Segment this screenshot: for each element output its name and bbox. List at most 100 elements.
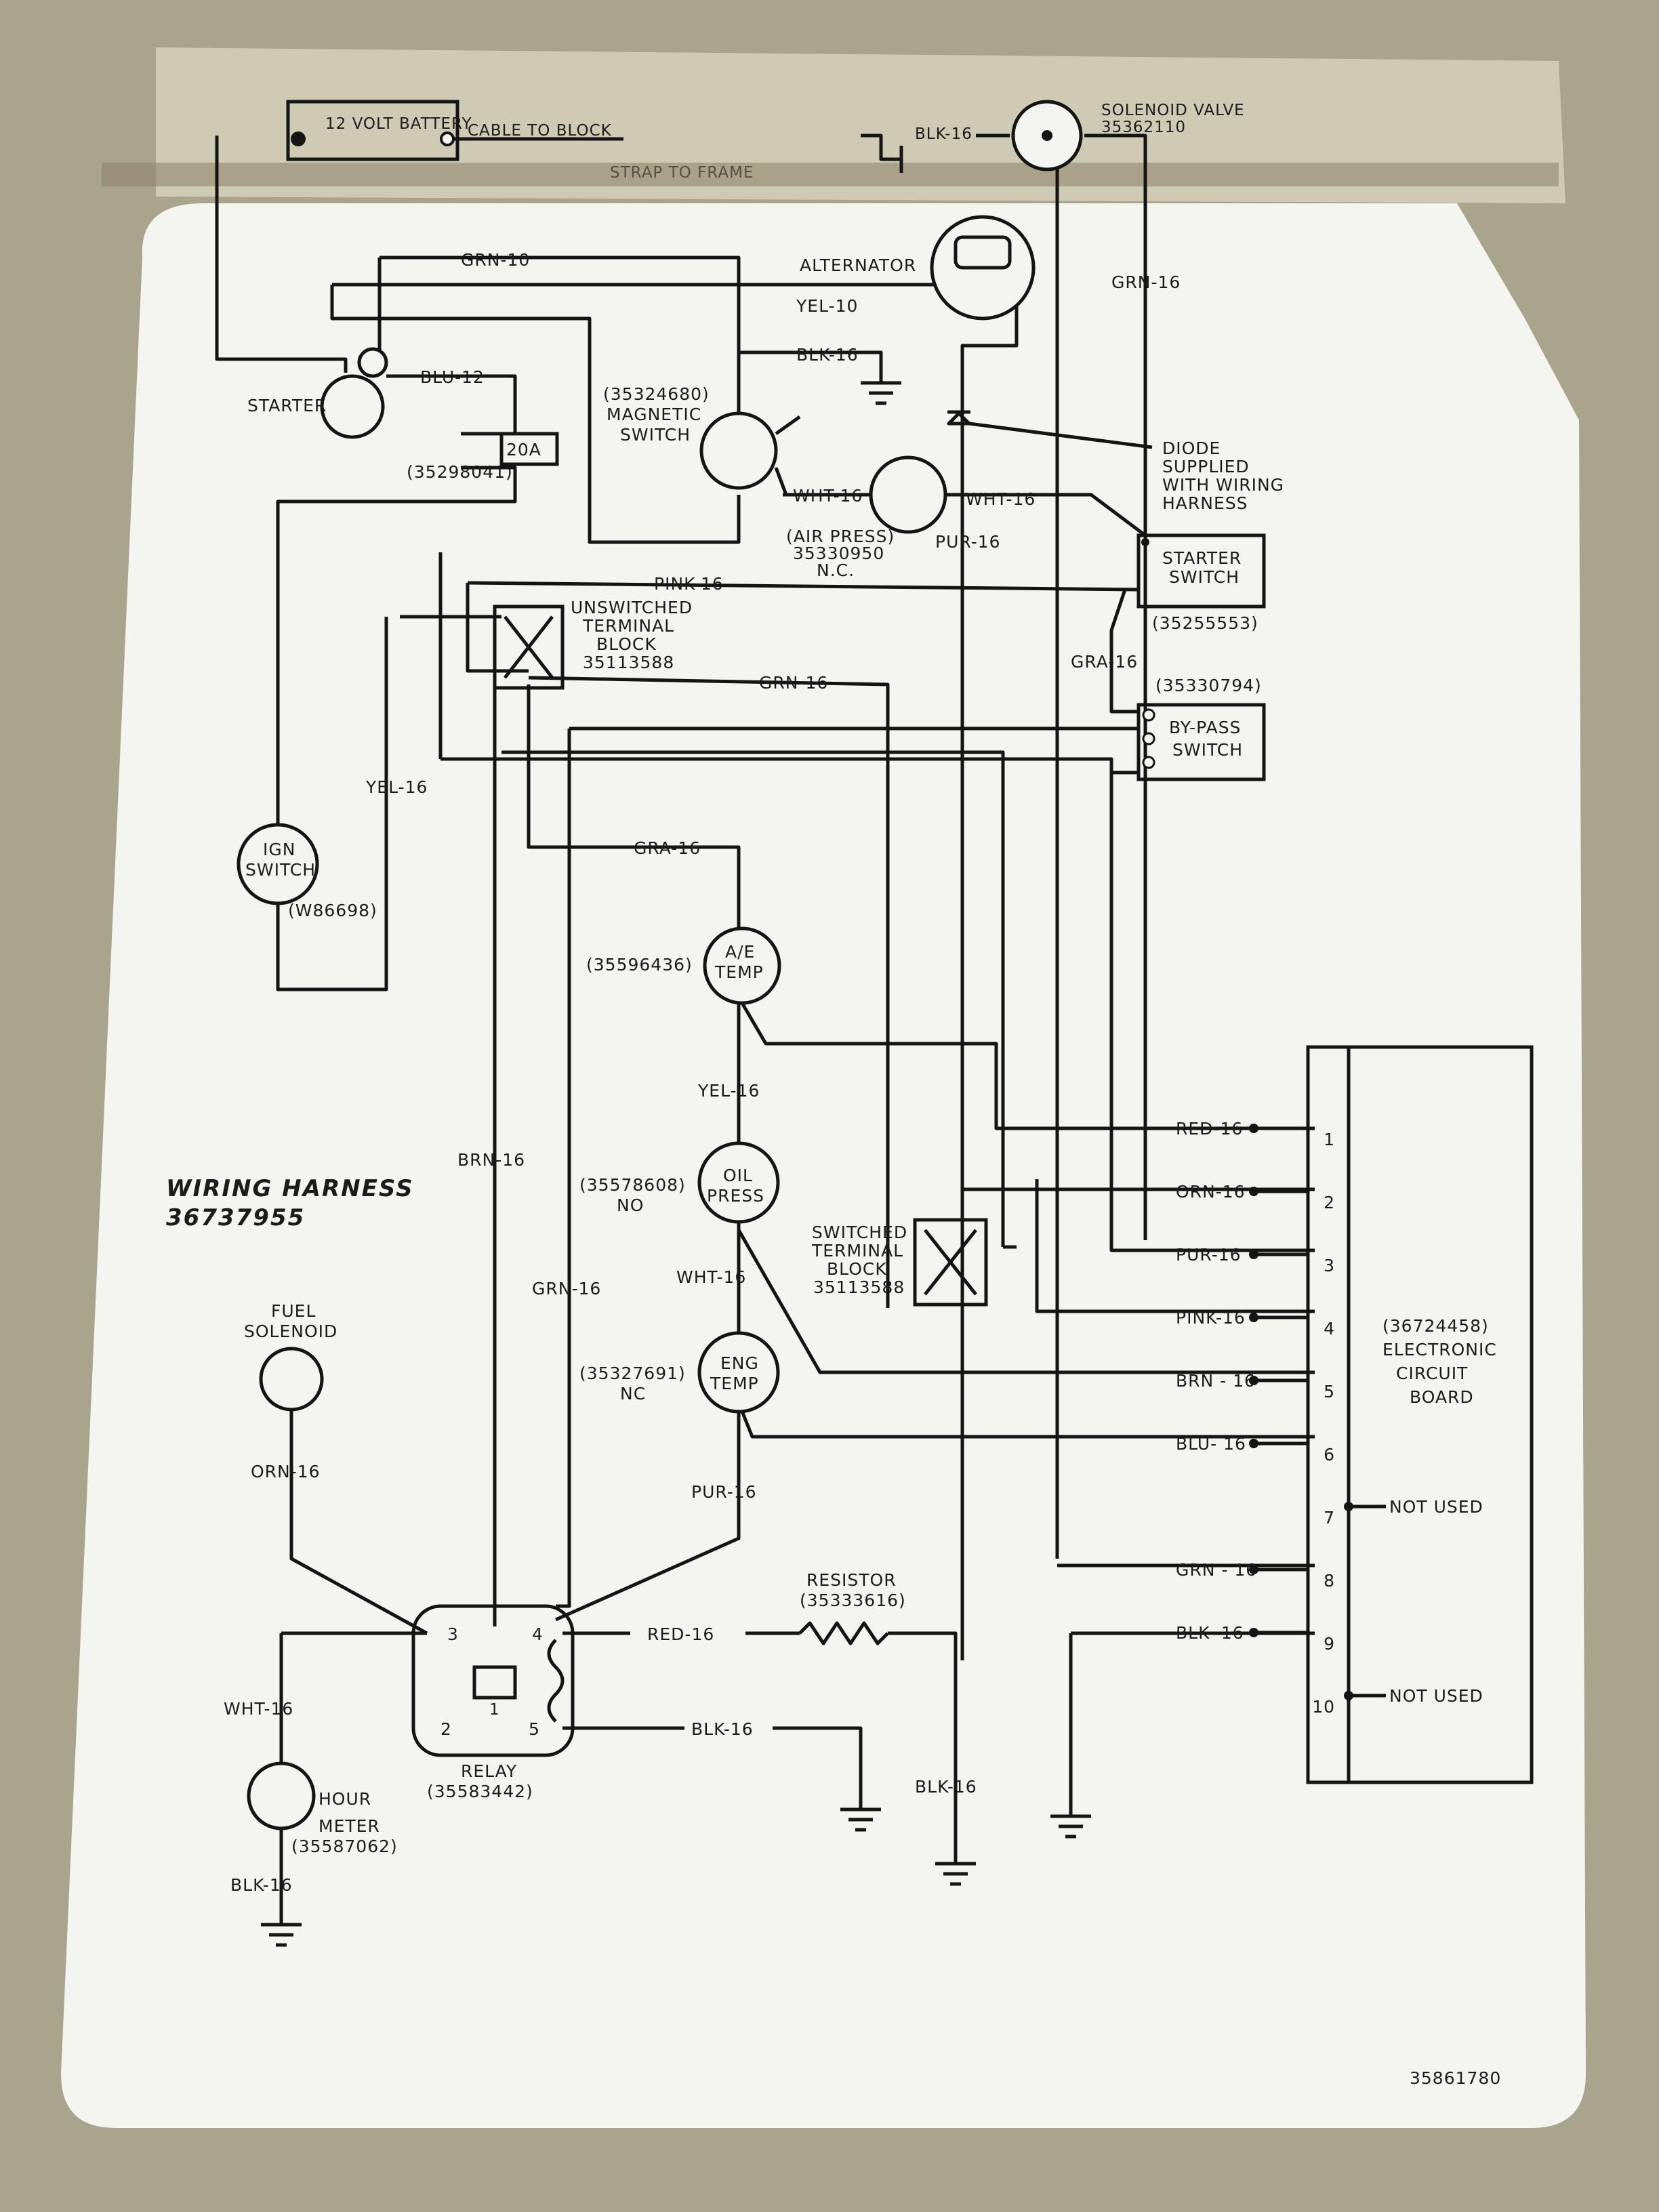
ecb-wire-label-6: BLU- 16 (1176, 1434, 1246, 1454)
devices (237, 100, 1534, 1830)
starter-icon (320, 374, 385, 439)
wht16-a-label: WHT-16 (793, 486, 863, 506)
mag-switch-name-2: SWITCH (620, 425, 691, 445)
blk16-solenoid-label: BLK-16 (915, 125, 972, 143)
ecb-pin-10: 10 (1312, 1697, 1335, 1717)
blu12-label: BLU-12 (420, 367, 485, 387)
bypass-part: (35330794) (1155, 676, 1262, 695)
wht16-b-label: WHT-16 (966, 489, 1036, 509)
ecb-pin-9: 9 (1324, 1634, 1335, 1654)
grn16-mid-wire (528, 676, 890, 1308)
yel16-wire (276, 617, 388, 991)
fuel-solenoid-icon (259, 1347, 324, 1412)
ecb-node-10 (1344, 1691, 1353, 1700)
gra16-right-label: GRA-16 (1071, 652, 1138, 672)
ecb-node-1 (1249, 1124, 1258, 1133)
unswitched-line-2: TERMINAL (582, 616, 674, 636)
oil-press-icon (697, 1141, 780, 1224)
ae-temp-part: (35596436) (586, 955, 693, 975)
red10-wire (330, 285, 741, 544)
cable-to-block-label: CABLE TO BLOCK (468, 122, 612, 140)
mag-switch-name-1: MAGNETIC (607, 405, 701, 424)
air-press-icon (869, 455, 947, 534)
oil-press-name-1: OIL (723, 1166, 753, 1185)
resistor-part: (35333616) (800, 1591, 906, 1610)
grn16-mid-label: GRN-16 (759, 673, 828, 693)
hour-meter-part: (35587062) (291, 1837, 398, 1856)
ecb-node-5 (1249, 1376, 1258, 1385)
alternator-plug (954, 235, 1012, 270)
ecb-node-7 (1344, 1502, 1353, 1511)
battery-terminal-neg (291, 131, 306, 146)
unswitched-line-3: BLOCK (596, 634, 657, 654)
ecb-wire-label-8: GRN - 16 (1176, 1560, 1257, 1580)
blk16-alt-label: BLK-16 (796, 345, 859, 365)
strap-to-frame-label: STRAP TO FRAME (610, 164, 754, 182)
fuse-box (499, 432, 559, 466)
relay-pin-4: 4 (532, 1624, 544, 1644)
starter-switch-box (1136, 533, 1266, 609)
red16-ecb (740, 1002, 1315, 1130)
ae-temp-name-1: A/E (725, 942, 755, 962)
pur16-b-label: PUR-16 (691, 1482, 757, 1502)
fuel-solenoid-line-1: FUEL (271, 1301, 316, 1321)
harness-number: 36737955 (166, 1204, 305, 1231)
diode-line-4: HARNESS (1162, 493, 1248, 513)
blk16-relay-label: BLK-16 (691, 1719, 754, 1739)
ecb-pin-7: 7 (1324, 1508, 1335, 1528)
air-press-label: (AIR PRESS) (786, 527, 895, 546)
battery-terminal-pos (440, 131, 455, 146)
ign-switch-name-2: SWITCH (245, 860, 316, 880)
relay-pin-1: 1 (489, 1701, 500, 1719)
relay-part: (35583442) (427, 1782, 533, 1801)
bypass-line-3 (441, 757, 1139, 775)
air-press-state: N.C. (817, 560, 855, 580)
bypass-name-1: BY-PASS (1169, 718, 1241, 737)
bypass-switch-box (1136, 703, 1266, 781)
ecb-wire-label-7: NOT USED (1389, 1497, 1483, 1517)
solenoid-grn-lead (1084, 134, 1147, 1240)
fuse-rating: 20A (506, 440, 541, 459)
unswitched-block-x (504, 615, 554, 679)
ecb-ground-icon (1050, 1814, 1091, 1839)
switched-line-2: TERMINAL (811, 1241, 903, 1261)
ecb-box (1306, 1045, 1534, 1784)
battery-label: 12 VOLT BATTERY (325, 115, 472, 133)
mag-switch-part: (35324680) (603, 384, 710, 404)
ae-temp-icon (703, 926, 781, 1005)
starter-solenoid (357, 347, 388, 378)
relay-box (411, 1604, 575, 1757)
resistor-to-ground (888, 1631, 958, 1864)
ecb-pin-2: 2 (1324, 1193, 1335, 1212)
ecb-node-3 (1249, 1250, 1258, 1259)
ecb-wire-label-5: BRN - 16 (1176, 1371, 1256, 1391)
bypass-name-2: SWITCH (1172, 740, 1243, 760)
diode-line-1: DIODE (1162, 438, 1221, 458)
labels: 12 VOLT BATTERY CABLE TO BLOCK STRAP TO … (166, 102, 1500, 2088)
ground-symbols (261, 146, 1091, 1947)
unswitched-line-4: 35113588 (583, 653, 674, 672)
battery-cable (215, 136, 348, 373)
air-press-part: 35330950 (793, 544, 884, 563)
gra16-mid (527, 684, 741, 935)
wht16-c-label: WHT-16 (676, 1267, 746, 1287)
oil-press-state: NO (617, 1195, 644, 1215)
yel10-label: YEL-10 (796, 296, 858, 316)
magnetic-switch-icon (699, 411, 778, 490)
ecb-name-3: BOARD (1410, 1387, 1474, 1407)
grn10-label: GRN-10 (461, 250, 530, 270)
ecb-pin-8: 8 (1324, 1571, 1335, 1591)
resistor-label: RESISTOR (806, 1570, 897, 1590)
switched-line-1: SWITCHED (812, 1223, 907, 1242)
eng-temp-name-2: TEMP (710, 1374, 759, 1393)
ecb-wire-label-10: NOT USED (1389, 1686, 1483, 1706)
fuse-to-ign (276, 466, 517, 827)
oil-press-name-2: PRESS (707, 1186, 764, 1206)
pur16-ecb (1109, 773, 1315, 1252)
ecb-pin-1: 1 (1324, 1130, 1335, 1149)
grn16-vert-label: GRN-16 (532, 1279, 601, 1298)
gra16-mid-label: GRA-16 (634, 838, 701, 858)
switched-line-3: BLOCK (827, 1259, 887, 1279)
starter-switch-name-2: SWITCH (1169, 567, 1240, 587)
